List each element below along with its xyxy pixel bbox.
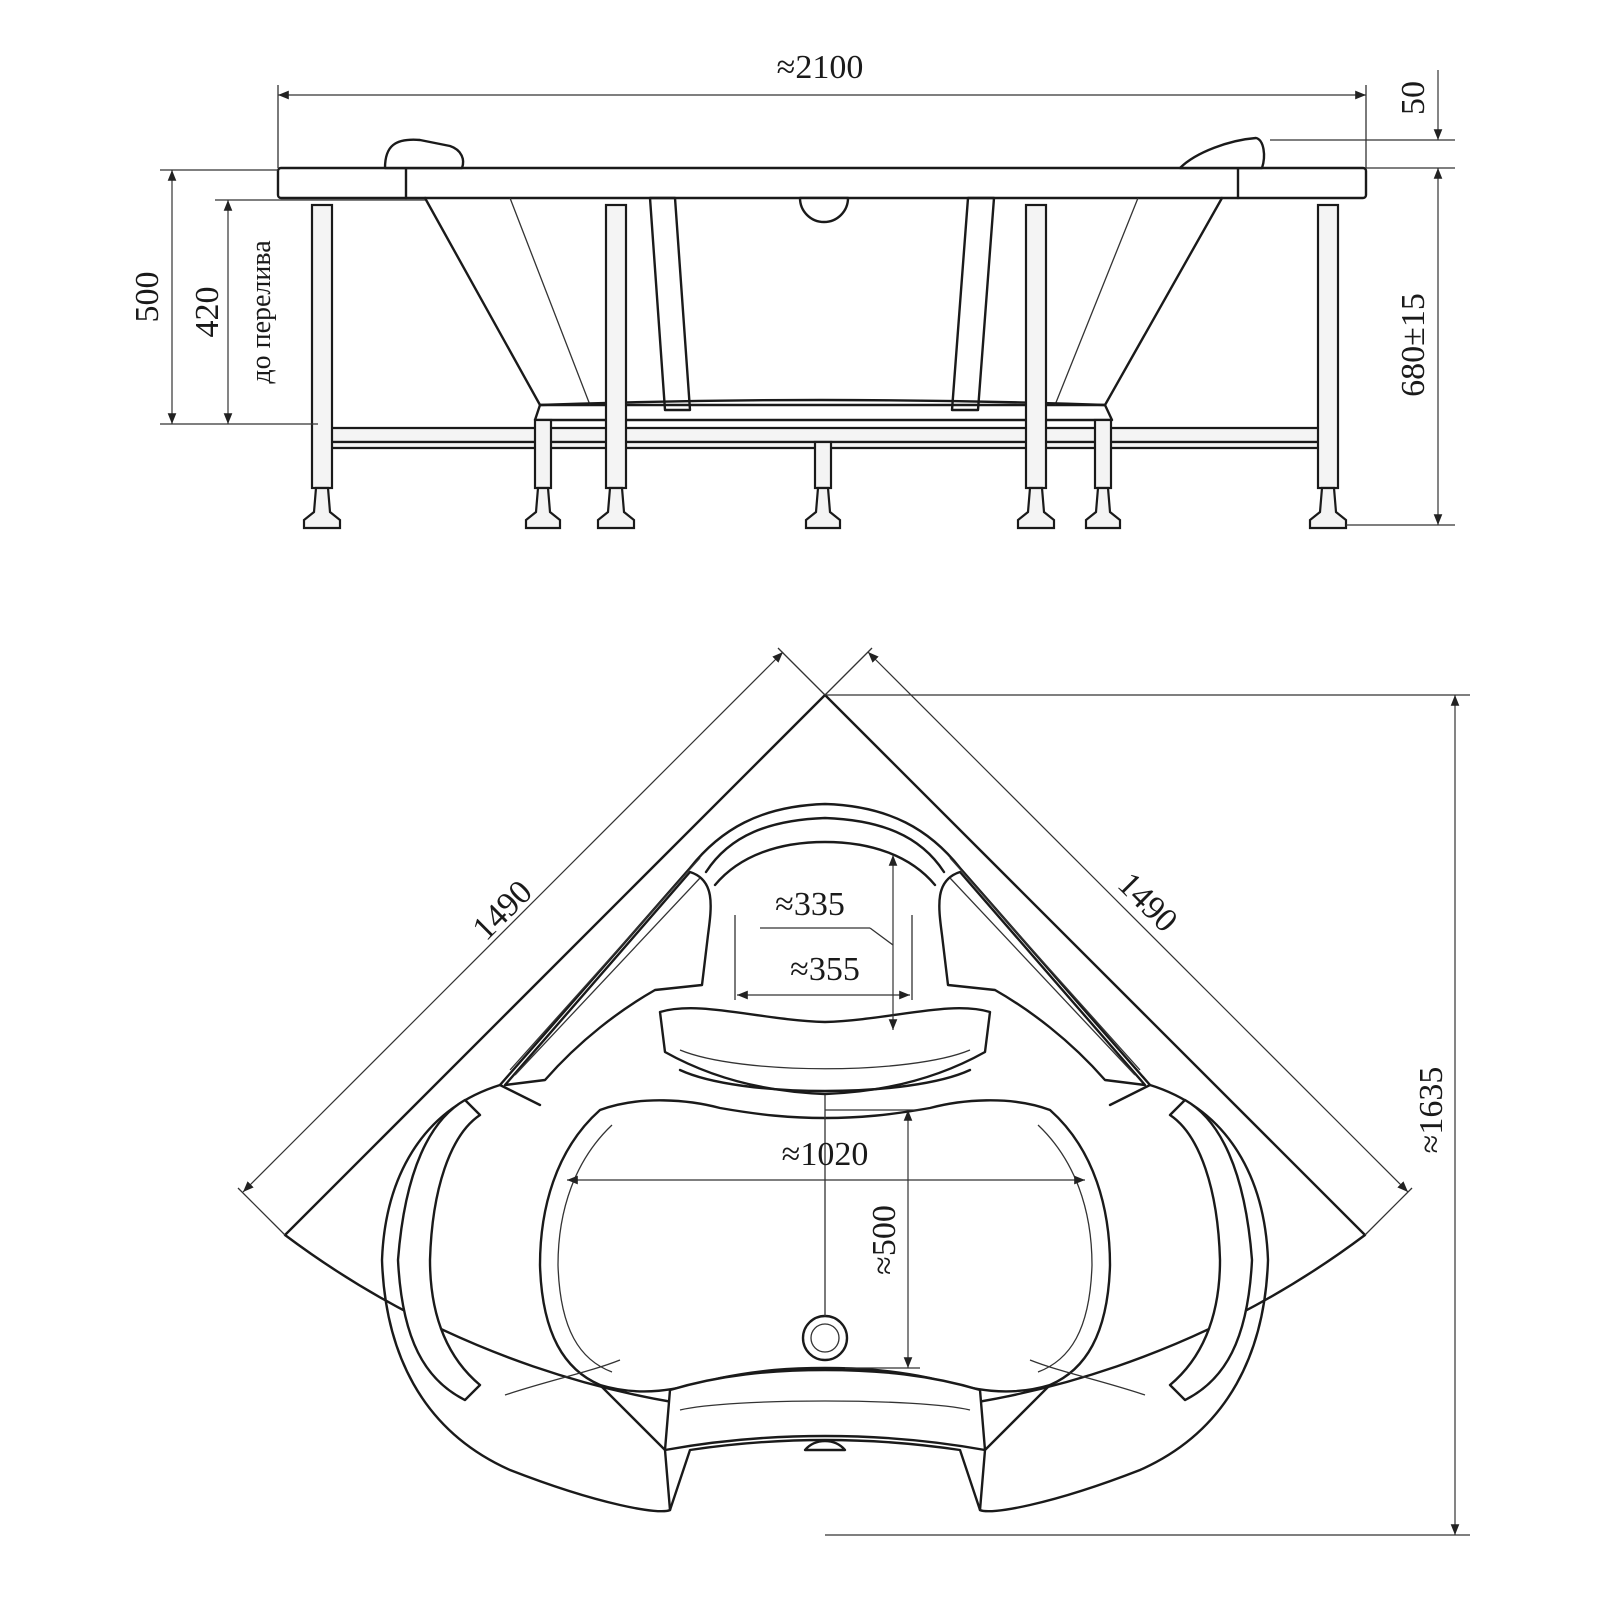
diagonal-label: ≈1635 (1413, 1067, 1450, 1154)
width-dimension-label: ≈2100 (777, 49, 864, 86)
leg-height-label: 680±15 (1395, 293, 1432, 397)
tub-body-outline (423, 196, 1224, 407)
height-total-label: 500 (129, 272, 166, 323)
overflow-icon (798, 196, 850, 224)
drain-outlet (803, 1439, 847, 1452)
frame-rail (316, 426, 1330, 444)
side-view: ≈2100 (129, 49, 1455, 530)
rim-height-label: 50 (1395, 81, 1432, 115)
overflow-note-label: до перелива (246, 240, 277, 384)
basin-width-label: ≈1020 (782, 1136, 869, 1173)
side-panel-left (396, 1098, 482, 1402)
side-right-label: 1490 (1110, 865, 1184, 939)
top-view: 1490 1490 ≈1635 (237, 647, 1470, 1536)
basin-depth-label: ≈500 (866, 1205, 903, 1275)
height-overflow-label: 420 (189, 287, 226, 338)
tub-inner-rim (380, 802, 1270, 1513)
headrest-inner-label: ≈335 (775, 886, 845, 923)
headrest-seat-top (658, 1007, 992, 1096)
frame-legs (302, 203, 1348, 530)
headrest-right (1178, 136, 1266, 170)
drain-icon (801, 1314, 849, 1362)
tub-rim (276, 166, 1368, 200)
side-panel-right (1168, 1098, 1254, 1402)
lower-seat (663, 1368, 987, 1452)
side-left-label: 1490 (465, 873, 539, 947)
headrest-left (383, 138, 465, 170)
headrest-outer-label: ≈355 (790, 951, 860, 988)
